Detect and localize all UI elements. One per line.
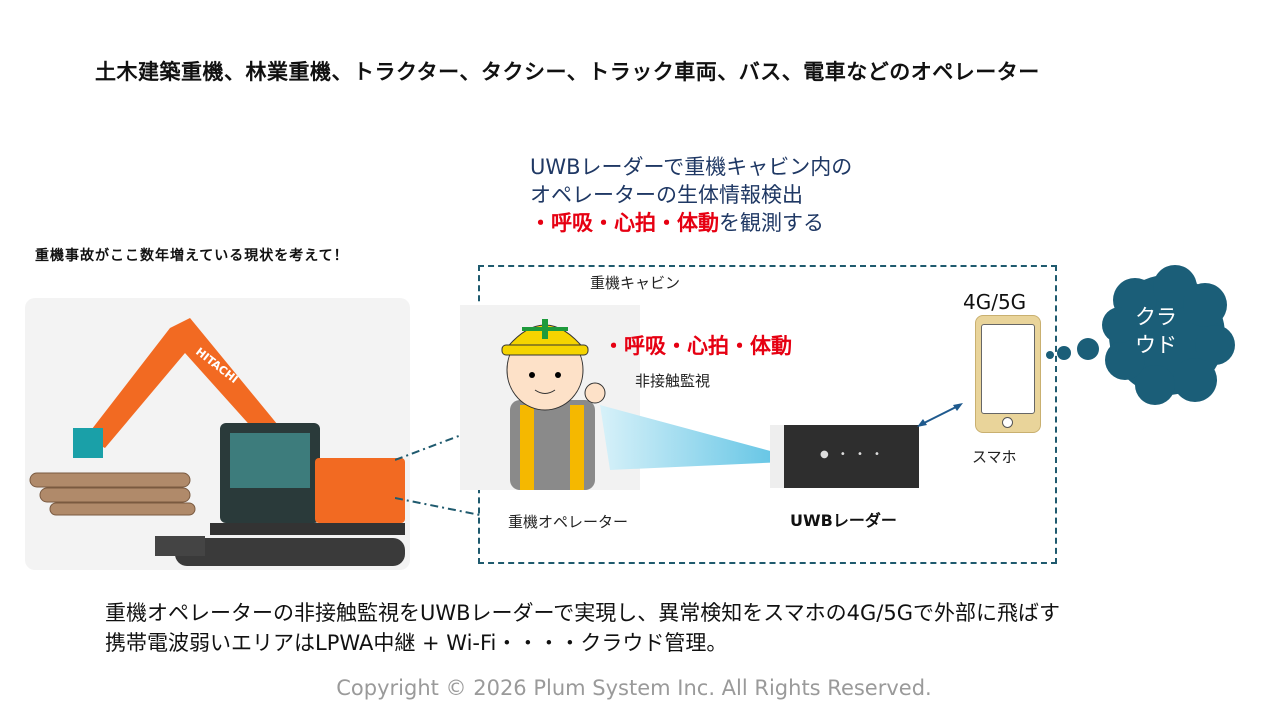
radar-beam [600,405,785,470]
operator-label: 重機オペレーター [508,513,629,531]
cabin-label: 重機キャビン [590,274,681,292]
vitals-label: ・呼吸・心拍・体動 [603,334,792,358]
excavator-image: HITACHI [25,298,410,570]
cloud-label-line1: クラ [1135,305,1177,329]
description-vitals: ・呼吸・心拍・体動 [530,211,719,235]
description-line3: を観測する [719,211,824,235]
description-line1: UWBレーダーで重機キャビン内の [530,155,853,179]
description: UWBレーダーで重機キャビン内の オペレーターの生体情報検出 ・呼吸・心拍・体動… [530,153,852,237]
accident-note: 重機事故がここ数年増えている現状を考えて！ [35,248,349,264]
cloud-icon [1046,265,1235,405]
summary-line2: 携帯電波弱いエリアはLPWA中継 + Wi-Fi・・・・クラウド管理。 [105,631,728,655]
smartphone-icon [975,315,1041,433]
monitor-label: 非接触監視 [635,372,711,390]
copyright: Copyright © 2026 Plum System Inc. All Ri… [336,676,932,700]
network-label: 4G/5G [963,290,1027,314]
summary: 重機オペレーターの非接触監視をUWBレーダーで実現し、異常検知をスマホの4G/5… [105,598,1060,658]
summary-line1: 重機オペレーターの非接触監視をUWBレーダーで実現し、異常検知をスマホの4G/5… [105,601,1060,625]
radar-label: UWBレーダー [790,511,897,530]
slide-title: 土木建築重機、林業重機、トラクター、タクシー、トラック車両、バス、電車などのオペ… [95,60,1040,84]
phone-label: スマホ [972,448,1017,466]
cloud-label-line2: ウド [1135,333,1177,357]
uwb-radar-device: ● • • • [770,425,919,488]
description-line2: オペレーターの生体情報検出 [530,183,803,207]
cloud-label: クラ ウド [1135,303,1177,359]
bidirectional-arrow-icon [917,403,963,427]
operator-image [460,305,640,490]
